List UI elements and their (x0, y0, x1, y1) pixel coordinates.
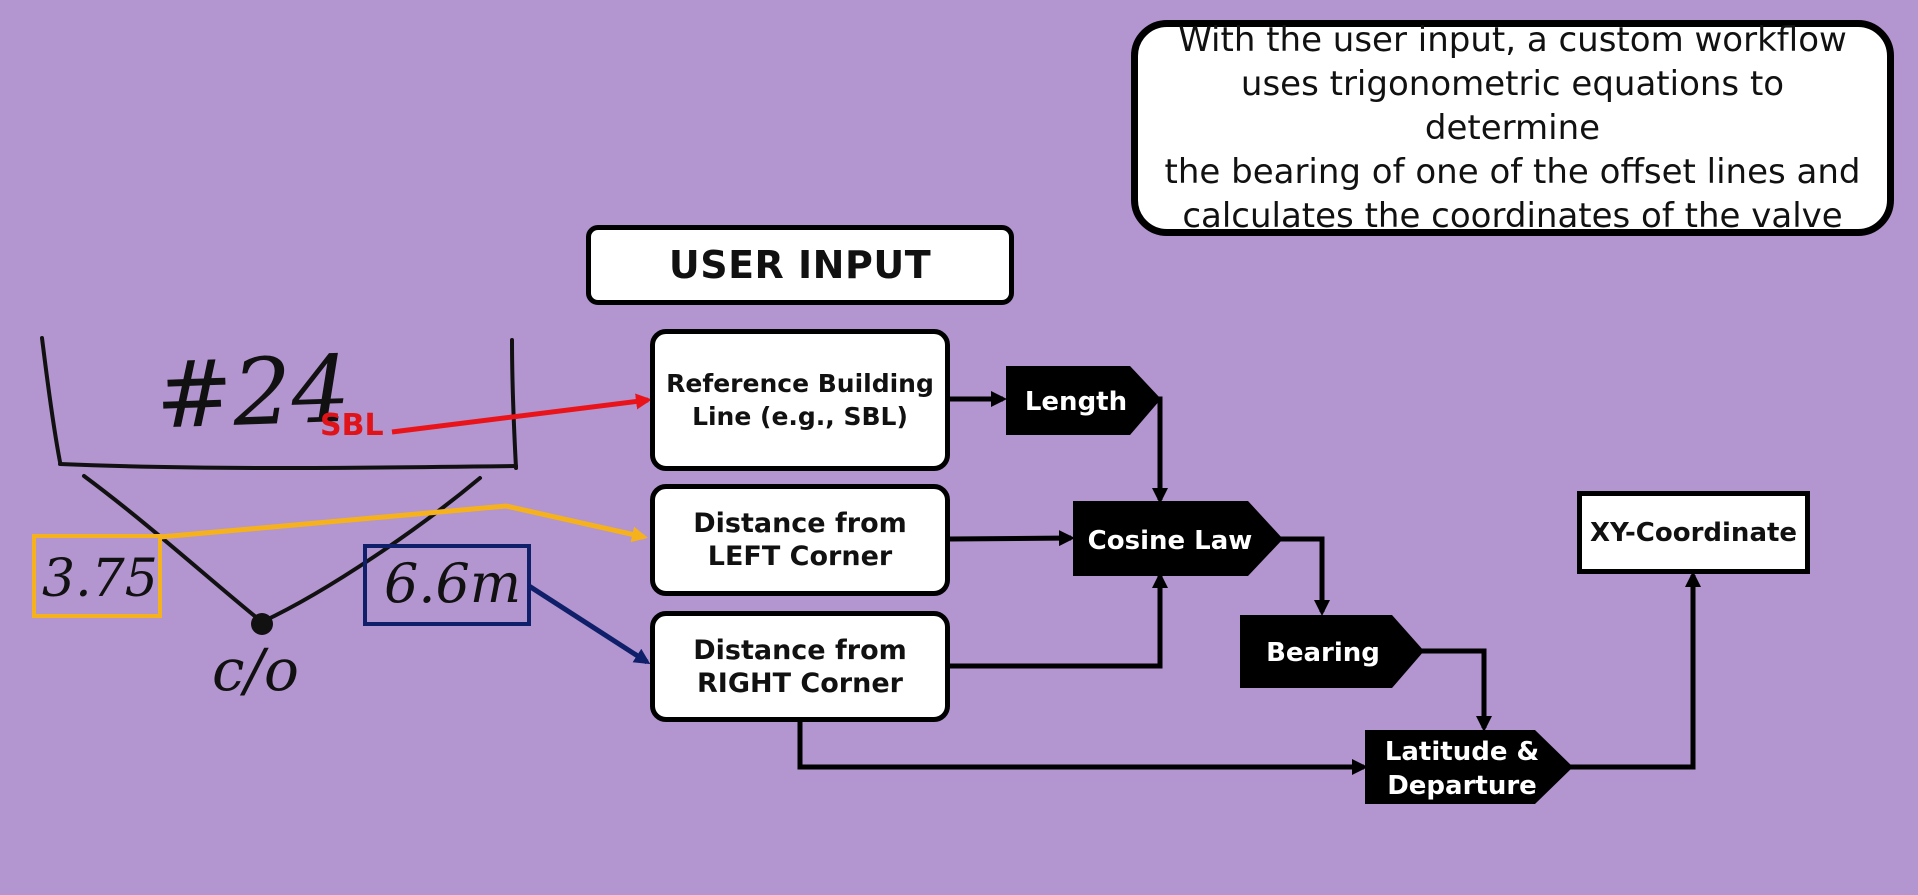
cosine-law-step: Cosine Law (1073, 501, 1283, 576)
right-corner-distance-box: Distance from RIGHT Corner (650, 611, 950, 722)
reference-building-line-box: Reference Building Line (e.g., SBL) (650, 329, 950, 471)
lot-number: #24 (154, 336, 352, 450)
connector-bearing-to-latdep (1422, 648, 1492, 732)
connector-latdep-to-xy (1570, 571, 1701, 770)
sbl-label: SBL (320, 408, 384, 443)
left-box-line-2: LEFT Corner (707, 541, 893, 572)
callout-line-2: uses trigonometric equations to determin… (1240, 64, 1785, 148)
left-box-line-1: Distance from (693, 508, 907, 539)
right-offset-line (260, 476, 482, 624)
xy-coordinate-output: XY-Coordinate (1577, 491, 1810, 574)
valve-label: c/o (212, 636, 299, 704)
right-box-line-2: RIGHT Corner (697, 667, 903, 699)
svg-text:Cosine Law: Cosine Law (1088, 526, 1253, 556)
workflow-description-callout: With the user input, a custom workflow u… (1131, 20, 1894, 236)
connector-right-to-cosine (950, 572, 1168, 669)
connector-left-to-cosine (949, 530, 1075, 547)
reference-box-line-1: Reference Building (666, 369, 934, 398)
svg-text:Latitude &: Latitude & (1385, 737, 1539, 767)
right-distance-value: 6.6m (384, 552, 521, 615)
svg-text:Bearing: Bearing (1266, 638, 1380, 668)
left-distance-highlight (32, 534, 162, 618)
left-distance-value: 3.75 (42, 549, 158, 609)
connector-right-to-latdep (797, 718, 1368, 775)
right-distance-highlight (363, 544, 531, 626)
bearing-step: Bearing (1240, 615, 1424, 688)
left-offset-line (82, 474, 264, 624)
callout-line-1: With the user input, a custom workflow (1178, 20, 1847, 60)
sbl-arrow (391, 393, 652, 435)
left-corner-distance-box: Distance from LEFT Corner (650, 484, 950, 596)
flow-connectors (797, 391, 1701, 775)
right-box-line-1: Distance from (693, 634, 907, 666)
lot-right-edge (510, 338, 518, 470)
svg-text:Departure: Departure (1387, 771, 1537, 801)
user-input-title: USER INPUT (586, 225, 1014, 305)
connector-length-to-cosine (1152, 396, 1168, 504)
connector-cosine-to-bearing (1280, 536, 1330, 616)
svg-text:Length: Length (1025, 387, 1127, 417)
right-distance-arrow (527, 583, 651, 665)
latitude-departure-step: Latitude & Departure (1365, 730, 1573, 804)
valve-point (251, 613, 273, 635)
lot-sketch (40, 336, 518, 624)
lot-bottom-edge (58, 462, 518, 470)
callout-line-3: the bearing of one of the offset lines a… (1164, 152, 1861, 192)
length-step: Length (1006, 366, 1161, 435)
lot-left-edge (40, 336, 62, 464)
callout-line-4: calculates the coordinates of the valve (1182, 196, 1843, 236)
left-distance-arrow (159, 503, 648, 543)
reference-box-line-2: Line (e.g., SBL) (692, 402, 908, 431)
